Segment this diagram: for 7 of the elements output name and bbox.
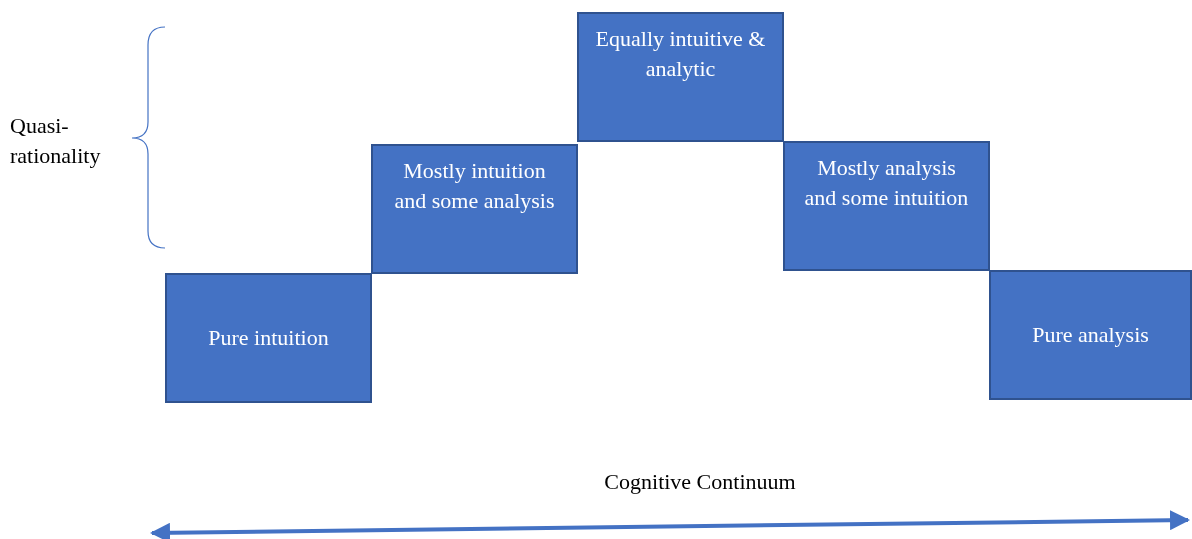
brace-label: Quasi-rationality: [10, 112, 102, 170]
step-box: Mostly analysis and some intuition: [783, 141, 990, 271]
step-box: Equally intuitive & analytic: [577, 12, 784, 142]
step-box: Mostly intuition and some analysis: [371, 144, 578, 274]
step-box: Pure analysis: [989, 270, 1192, 400]
axis-label: Cognitive Continuum: [603, 468, 797, 496]
step-box: Pure intuition: [165, 273, 372, 403]
